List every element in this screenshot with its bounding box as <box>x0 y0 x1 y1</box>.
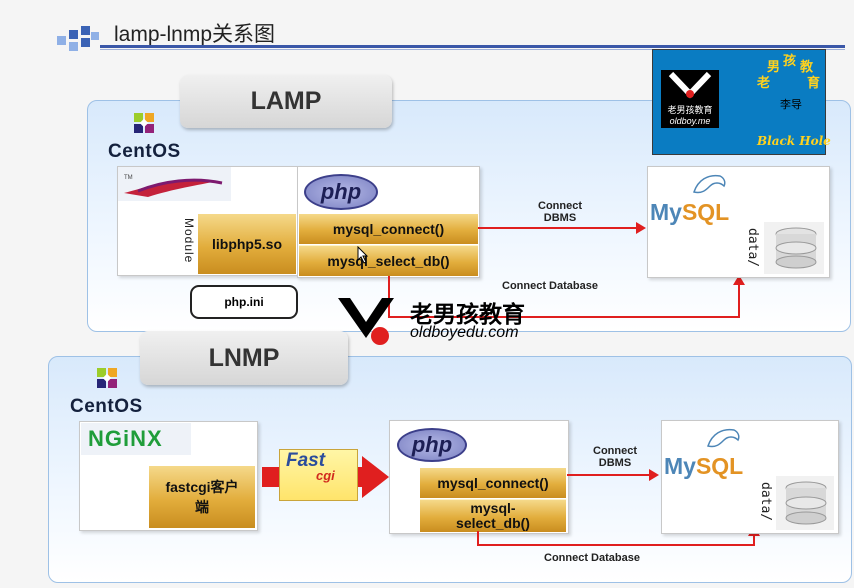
banner-person: 李导 <box>780 99 802 111</box>
lamp-connect-db-line-down <box>388 276 390 317</box>
banner-char-4: 教 <box>800 59 814 74</box>
lnmp-mysql-dolphin-icon <box>704 424 744 457</box>
lamp-connect-db-line <box>388 316 740 318</box>
title-divider <box>100 45 845 48</box>
lnmp-connect-db-line <box>477 544 755 546</box>
watermark-logo-icon <box>334 294 398 353</box>
lnmp-connect-dbms-label: Connect DBMS <box>593 445 637 469</box>
lamp-php-logo: php <box>304 174 378 210</box>
svg-text:TM: TM <box>124 175 133 181</box>
lnmp-mysql-logo: MySQL <box>664 453 744 479</box>
centos-logo-icon <box>131 110 157 136</box>
banner-char-3: 孩 <box>783 53 797 68</box>
lnmp-data-label: data/ <box>758 482 773 522</box>
lnmp-connect-db-label: Connect Database <box>544 552 640 564</box>
lamp-database-icon <box>764 222 824 274</box>
lamp-connect-dbms-arrow <box>478 227 638 229</box>
apache-feather-icon: TM <box>118 167 231 201</box>
fastcgi-logo: Fast cgi <box>279 449 358 501</box>
php-ini-box: php.ini <box>190 285 298 319</box>
nginx-logo: NGiNX <box>88 426 163 451</box>
lnmp-centos-logo-icon <box>94 365 120 391</box>
lamp-mysql-select-db: mysql_select_db() <box>299 245 478 276</box>
nginx-logo-bg <box>81 423 191 455</box>
libphp-label: libphp5.so <box>198 214 296 274</box>
lnmp-tab: LNMP <box>140 331 348 385</box>
lnmp-php-logo: php <box>397 428 467 462</box>
banner-tag: Black Hole <box>757 134 831 148</box>
lnmp-mysql-select-db: mysql- select_db() <box>420 499 566 532</box>
lnmp-database-icon <box>776 476 834 530</box>
watermark-brand-url: oldboyedu.com <box>410 324 519 341</box>
fastcgi-client-label: fastcgi客户 端 <box>149 466 255 528</box>
banner-logo: 老男孩教育 oldboy.me <box>661 70 719 128</box>
lamp-connect-db-label: Connect Database <box>502 280 598 292</box>
mysql-dolphin-icon <box>690 170 730 203</box>
lamp-connect-dbms-label: Connect DBMS <box>538 200 582 224</box>
centos-label: CentOS <box>108 141 181 162</box>
lamp-tab: LAMP <box>180 75 392 128</box>
page-title: lamp-lnmp关系图 <box>114 23 276 46</box>
cursor-icon <box>357 245 369 269</box>
lnmp-mysql-connect: mysql_connect() <box>420 468 566 498</box>
lamp-mysql-connect: mysql_connect() <box>299 214 478 244</box>
banner-char-2: 男 <box>767 59 781 74</box>
banner-char-1: 老 <box>757 75 771 90</box>
lnmp-connect-db-line-down <box>477 531 479 545</box>
lnmp-connect-dbms-arrow <box>567 474 651 476</box>
banner-char-5: 育 <box>807 75 821 90</box>
lamp-data-label: data/ <box>745 228 760 268</box>
title-logo-icon <box>57 26 101 58</box>
watermark-brand-cn: 老男孩教育 <box>410 301 525 327</box>
module-label: Module <box>182 218 196 264</box>
lnmp-centos-label: CentOS <box>70 396 143 417</box>
lamp-mysql-logo: MySQL <box>650 199 730 225</box>
